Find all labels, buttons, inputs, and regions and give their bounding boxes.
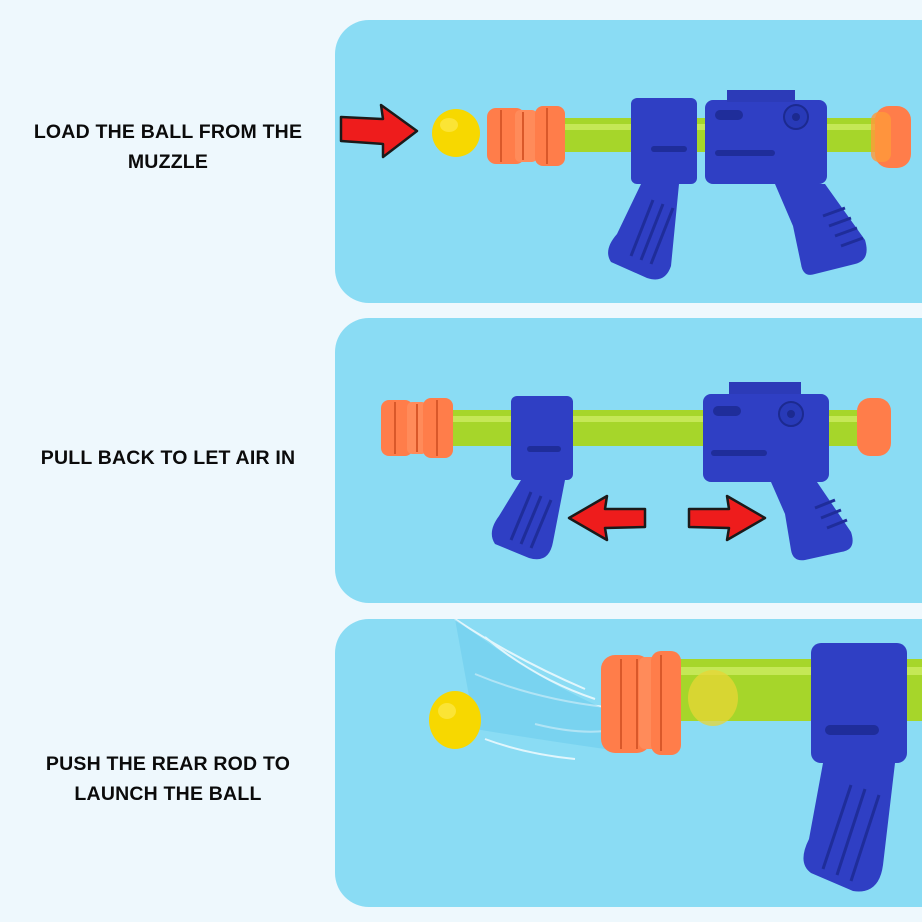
step-3-label-line2: LAUNCH THE BALL: [74, 783, 262, 805]
yellow-ball-icon: [429, 691, 481, 749]
step-3-label: PUSH THE REAR ROD TO LAUNCH THE BALL: [0, 749, 336, 809]
step-3-panel: [335, 619, 922, 907]
step-1-illustration: [339, 90, 911, 280]
toy-air-gun-closeup-icon: [601, 643, 922, 892]
step-3-label-line1: PUSH THE REAR ROD TO: [45, 753, 291, 775]
step-1-label-line2: MUZZLE: [127, 151, 209, 173]
step-1-panel: [335, 20, 922, 303]
step-2-illustration: [381, 382, 891, 561]
step-2-label-line1: PULL BACK TO LET AIR IN: [40, 447, 296, 469]
red-arrow-right-icon: [687, 494, 767, 542]
step-1-label-line1: LOAD THE BALL FROM THE: [33, 121, 303, 143]
toy-air-gun-extended-icon: [381, 382, 891, 561]
step-1-label: LOAD THE BALL FROM THE MUZZLE: [0, 117, 336, 177]
red-arrow-left-icon: [567, 494, 647, 542]
step-2-label: PULL BACK TO LET AIR IN: [0, 443, 336, 473]
toy-air-gun-icon: [487, 90, 911, 280]
red-arrow-right-icon: [339, 103, 419, 159]
step-3-illustration: [429, 619, 922, 892]
step-2-panel: [335, 318, 922, 603]
motion-lines-icon: [454, 619, 606, 760]
yellow-ball-icon: [432, 109, 480, 157]
